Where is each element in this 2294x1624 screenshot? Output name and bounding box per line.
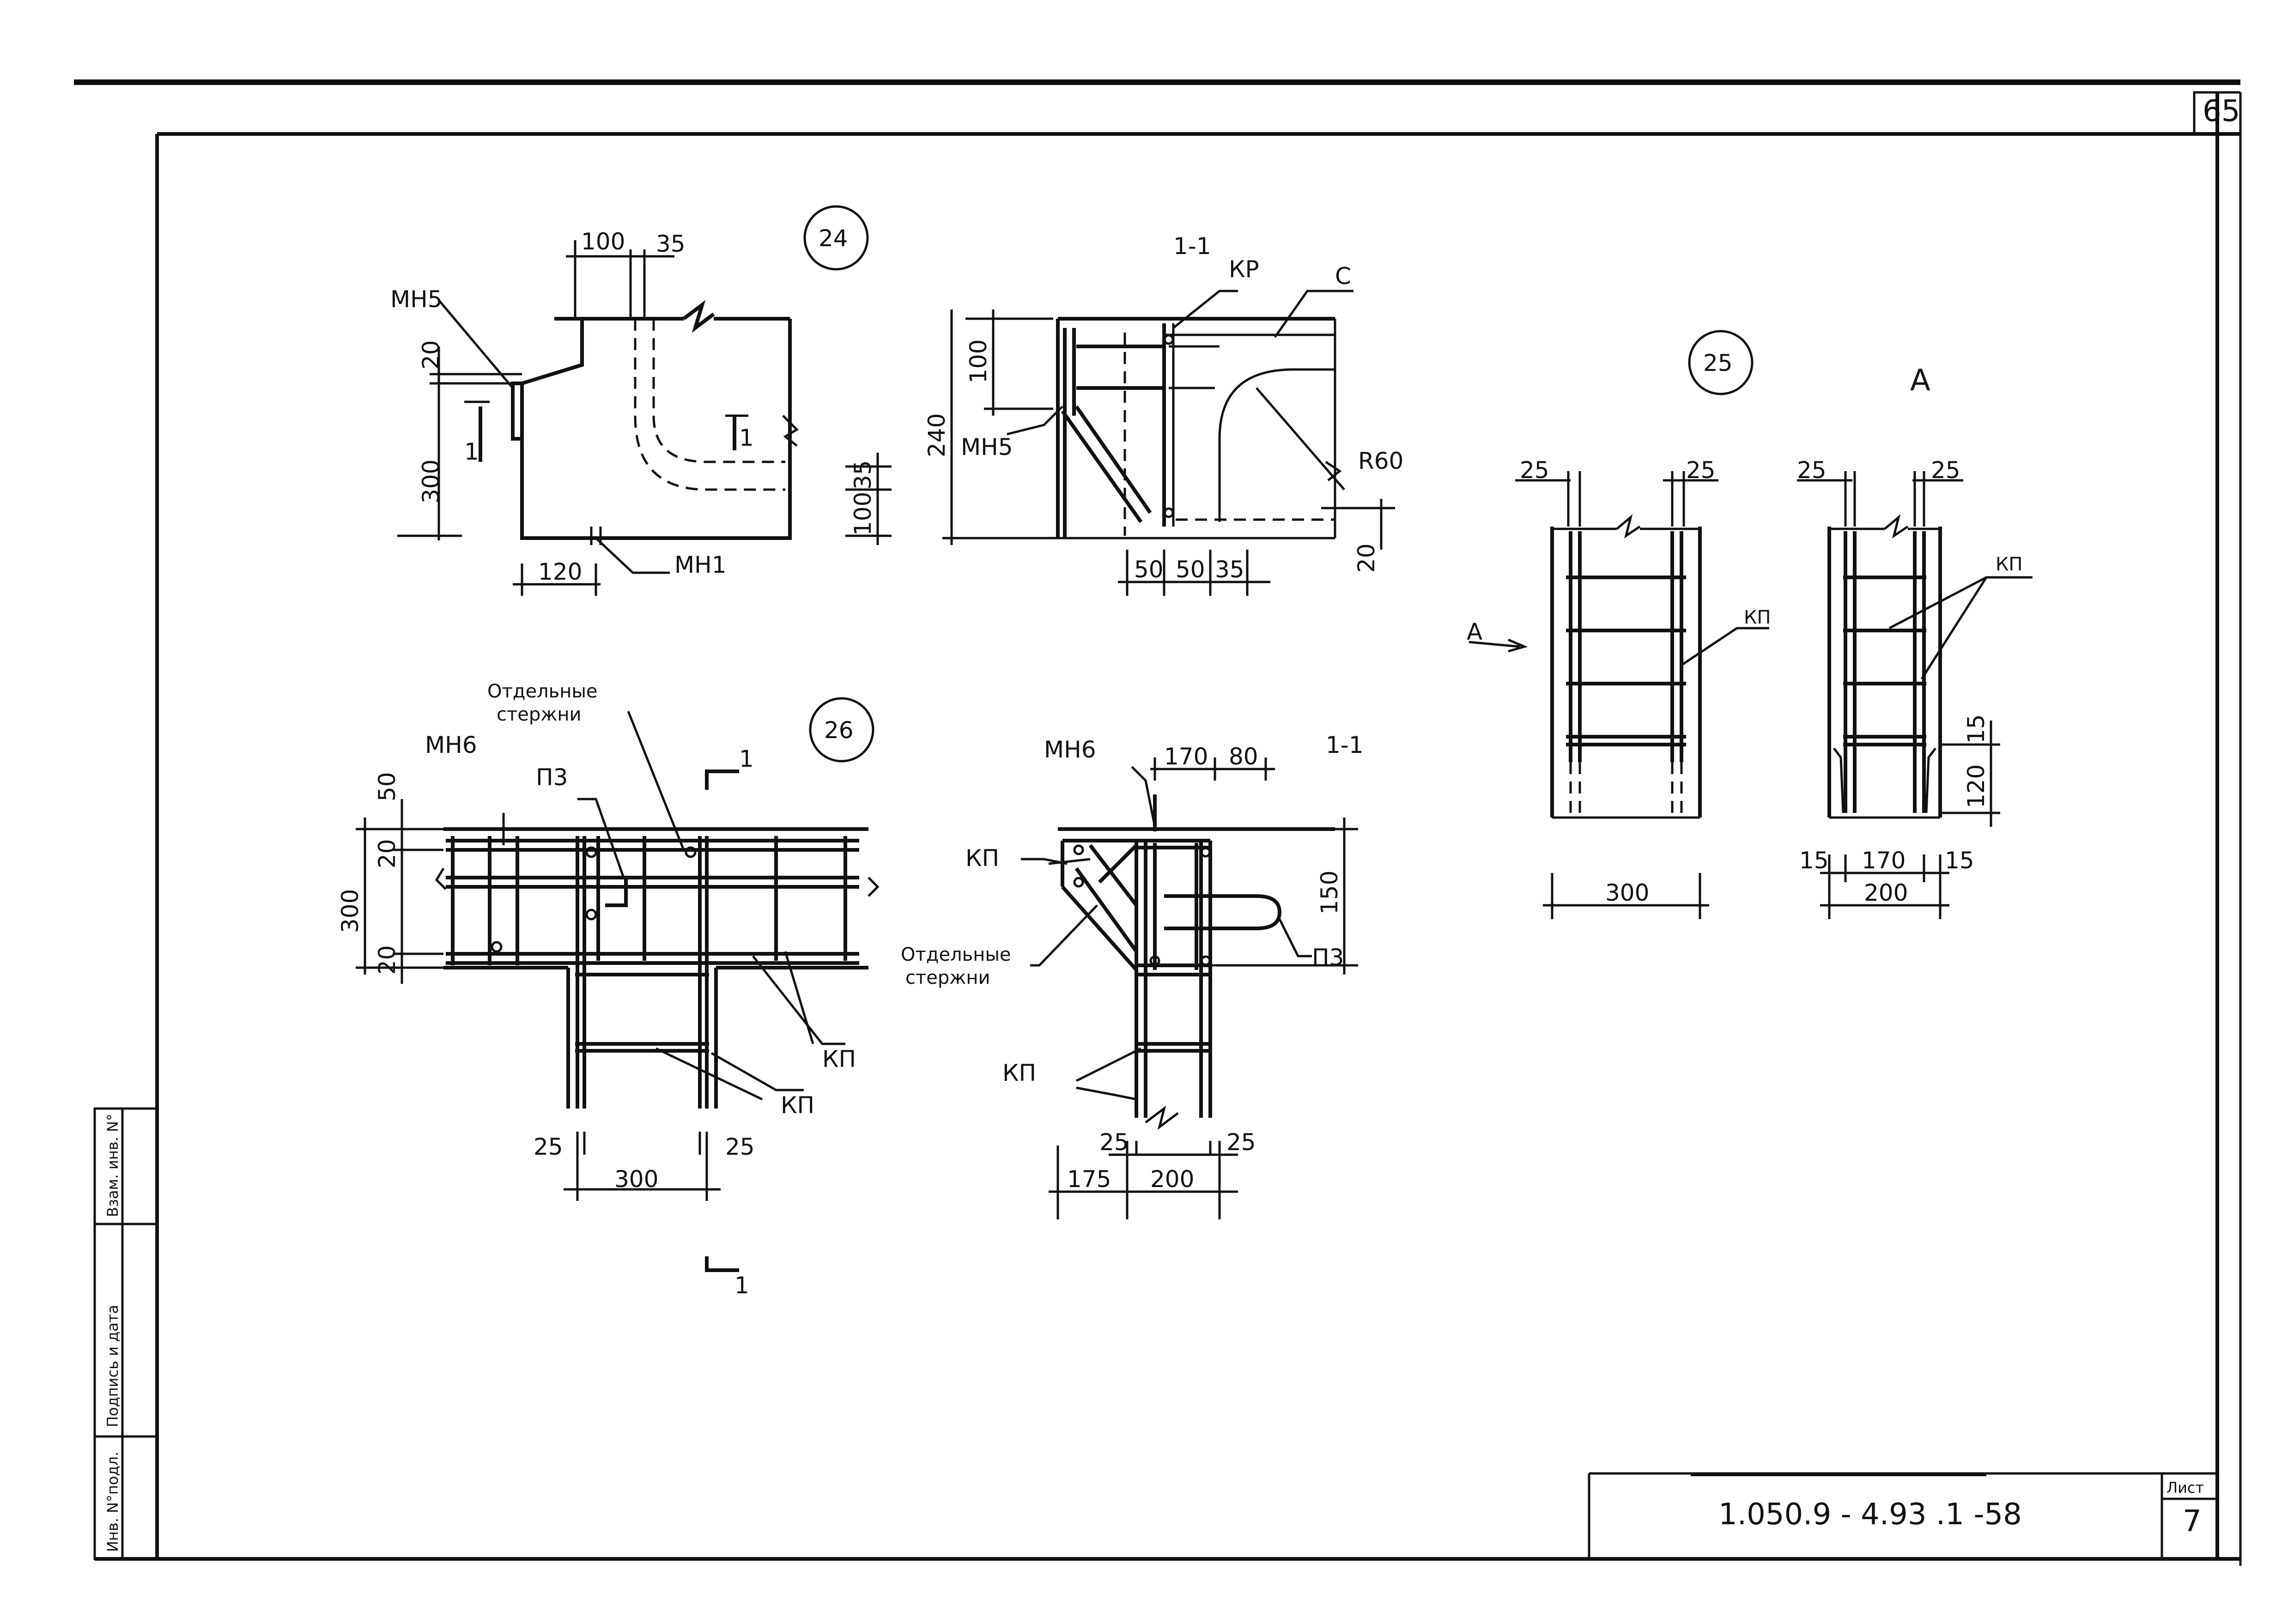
label-kp-plan-2: КП	[781, 1092, 814, 1119]
dim-175-section: 175	[1067, 1166, 1111, 1193]
dim-20-section: 20	[1353, 543, 1380, 573]
label-kp-plan-1: КП	[822, 1046, 856, 1073]
dim-25-section-b: 25	[1226, 1129, 1256, 1156]
label-kp-elev: КП	[1744, 607, 1771, 628]
label-r60: R60	[1358, 448, 1403, 474]
dim-15-a: 15	[1963, 714, 1990, 744]
label-kp-side: КП	[1996, 554, 2022, 575]
label-kp-section-2: КП	[1002, 1060, 1036, 1086]
dim-120-side: 120	[1963, 764, 1990, 808]
drawing-code: 1.050.9 - 4.93 .1 -58	[1718, 1497, 2022, 1532]
node-24-plan	[397, 240, 892, 596]
dim-20: 20	[418, 340, 444, 370]
label-kr: КР	[1229, 256, 1259, 283]
dim-25-26b: 25	[725, 1133, 755, 1160]
node-25-badge	[1688, 330, 1754, 395]
dim-80-section: 80	[1229, 743, 1258, 770]
dim-170-section: 170	[1164, 743, 1208, 770]
dim-300-26: 300	[337, 889, 364, 933]
node-25-elevation	[1469, 471, 1769, 919]
sheet-frame	[74, 79, 2242, 1566]
arrow-a-label: А	[1467, 618, 1482, 645]
label-separate-rods-2: стержни	[497, 704, 581, 725]
dim-25-section-a: 25	[1099, 1129, 1129, 1156]
node-24-badge	[803, 205, 869, 271]
label-mh6-section: МН6	[1044, 736, 1096, 763]
dim-100-right: 100	[850, 492, 876, 536]
dim-25-a: 25	[1520, 457, 1549, 484]
dim-100-section: 100	[965, 339, 992, 383]
cut-mark-bottom: 1	[734, 1272, 749, 1299]
label-kp-section-1: КП	[965, 845, 999, 872]
dim-300-a: 300	[1605, 879, 1649, 906]
node-24-number: 24	[819, 225, 848, 252]
label-mh1: МН1	[674, 551, 727, 578]
label-separate-section-1: Отдельные	[901, 944, 1011, 965]
dim-200-side: 200	[1864, 879, 1908, 906]
dim-25-b: 25	[1686, 457, 1716, 484]
dim-15-b: 15	[1799, 847, 1829, 874]
label-p3-section: П3	[1312, 944, 1344, 971]
stamp-vzam-inv: Взам. инв. N°	[104, 1114, 121, 1217]
dim-25-d: 25	[1931, 457, 1960, 484]
node-24-section	[942, 290, 1395, 596]
stamp-inv-podl: Инв. N°подл.	[104, 1452, 121, 1552]
dim-50-b: 50	[1176, 556, 1205, 583]
left-stamp	[93, 1107, 158, 1560]
node-26-number: 26	[824, 717, 854, 744]
section-title-24: 1-1	[1173, 233, 1211, 260]
node-26-section	[1021, 757, 1358, 1219]
label-mh5-section: МН5	[961, 434, 1013, 461]
cut-mark-left: 1	[464, 438, 479, 465]
dim-170-side: 170	[1862, 847, 1906, 874]
dim-20-26a: 20	[374, 839, 401, 868]
view-a-title: А	[1910, 364, 1930, 398]
cut-mark-right: 1	[739, 424, 754, 451]
dim-150-section: 150	[1316, 871, 1343, 915]
dim-300-26b: 300	[614, 1166, 658, 1193]
sheet-label: Лист	[2167, 1479, 2204, 1497]
dim-50-a: 50	[1134, 556, 1164, 583]
section-title-26: 1-1	[1326, 732, 1364, 758]
dim-120: 120	[538, 558, 582, 585]
label-mh5: МН5	[390, 286, 443, 313]
dim-100: 100	[581, 228, 625, 255]
label-separate-rods-1: Отдельные	[487, 681, 598, 702]
stamp-podpis-data: Подпись и дата	[104, 1305, 121, 1427]
label-p3: П3	[536, 764, 568, 791]
node-26-plan	[356, 711, 880, 1272]
dim-240: 240	[923, 413, 950, 457]
page-number-corner: 65	[2203, 94, 2240, 128]
label-separate-section-2: стержни	[905, 967, 990, 988]
node-26-badge	[809, 697, 874, 763]
dim-35-section: 35	[1215, 556, 1244, 583]
title-block	[1588, 1472, 2217, 1559]
node-25-number: 25	[1703, 350, 1733, 376]
dim-25-c: 25	[1797, 457, 1827, 484]
dim-20-26b: 20	[374, 945, 401, 975]
dim-35: 35	[656, 230, 686, 257]
label-mh6: МН6	[425, 732, 477, 758]
label-c: С	[1335, 263, 1351, 290]
sheet-number: 7	[2183, 1504, 2202, 1539]
dim-25-26a: 25	[534, 1133, 563, 1160]
dim-200-section: 200	[1150, 1166, 1194, 1193]
dim-300: 300	[418, 460, 444, 503]
dim-50-26: 50	[374, 772, 401, 801]
node-25-side-view	[1797, 471, 2033, 919]
dim-35-right: 35	[850, 460, 876, 490]
cut-mark-top: 1	[739, 745, 754, 772]
dim-15-c: 15	[1945, 847, 1974, 874]
